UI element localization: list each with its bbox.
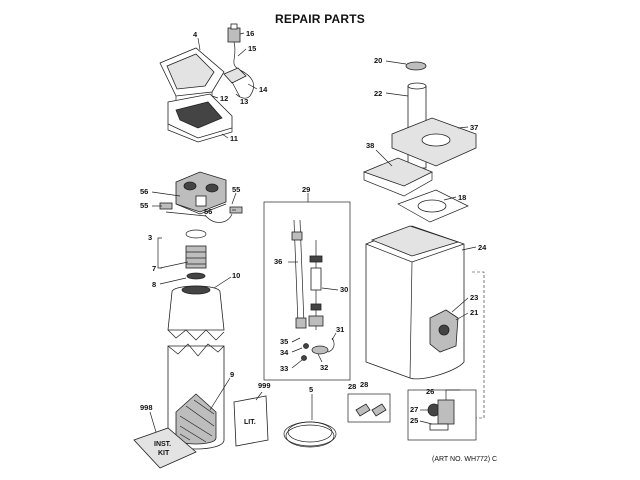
callout-24: 24	[478, 243, 487, 252]
connector-dash	[472, 271, 485, 419]
callout-7: 7	[152, 264, 156, 273]
inst-kit-label-2: KIT	[158, 450, 170, 457]
bypass-clips[interactable]	[355, 403, 387, 417]
callout-14: 14	[259, 85, 268, 94]
callout-23: 23	[470, 293, 478, 302]
float-assembly[interactable]	[308, 240, 324, 330]
callout-8: 8	[152, 280, 156, 289]
salt-hopper-lid[interactable]	[362, 157, 433, 197]
callout-34: 34	[280, 348, 289, 357]
callout-13: 13	[240, 97, 248, 106]
instruction-kit[interactable]	[133, 427, 197, 469]
callout-22: 22	[374, 89, 382, 98]
transformer-plug[interactable]	[227, 23, 241, 43]
callout-37: 37	[470, 123, 478, 132]
circuit-board[interactable]	[223, 67, 247, 84]
callout-31: 31	[336, 325, 344, 334]
callout-25: 25	[410, 416, 418, 425]
callout-16: 16	[246, 29, 254, 38]
callout-30: 30	[340, 285, 348, 294]
brine-cabinet[interactable]	[365, 225, 465, 380]
callout-32: 32	[320, 363, 328, 372]
resin-bed[interactable]	[175, 393, 217, 445]
brine-tube-coil[interactable]	[283, 421, 337, 448]
callout-56b: 56	[204, 207, 212, 216]
callout-28a: 28	[348, 382, 356, 391]
bypass-valve[interactable]	[427, 389, 460, 431]
cabinet-top-cover[interactable]	[391, 117, 477, 167]
clip-56	[204, 213, 233, 223]
clips-box	[347, 393, 391, 423]
callout-29: 29	[302, 185, 310, 194]
callout-11: 11	[230, 134, 238, 143]
callout-36: 36	[274, 257, 282, 266]
callout-labels: 4 16 15 14 13 12 11 56 55 55 56 3 7 8 10…	[140, 29, 487, 457]
valve-body[interactable]	[175, 171, 227, 215]
callout-15: 15	[248, 44, 256, 53]
bypass-cover[interactable]	[429, 309, 459, 353]
support-plate[interactable]	[397, 189, 469, 223]
callout-26: 26	[426, 387, 434, 396]
controller-cover[interactable]	[159, 47, 225, 103]
callout-35: 35	[280, 337, 288, 346]
brine-valve-stem[interactable]	[291, 219, 307, 329]
brine-valve-parts[interactable]	[301, 337, 335, 361]
callout-3: 3	[148, 233, 152, 242]
callout-10: 10	[232, 271, 240, 280]
brine-valve-box	[263, 201, 351, 381]
callout-55b: 55	[140, 201, 148, 210]
bypass-valve-box	[407, 389, 477, 441]
callout-999: 999	[258, 381, 271, 390]
literature[interactable]	[233, 395, 269, 447]
callout-55a: 55	[232, 185, 240, 194]
diagram-title: REPAIR PARTS	[275, 12, 365, 26]
callout-27: 27	[410, 405, 418, 414]
callout-33: 33	[280, 364, 288, 373]
callout-56a: 56	[140, 187, 148, 196]
callout-18: 18	[458, 193, 466, 202]
inst-kit-label-1: INST.	[154, 441, 171, 448]
salt-lid[interactable]	[405, 61, 427, 71]
callout-20: 20	[374, 56, 382, 65]
leader-lines	[149, 32, 477, 433]
callout-5: 5	[309, 385, 313, 394]
callout-9: 9	[230, 370, 234, 379]
callout-38: 38	[366, 141, 374, 150]
callout-28b: 28	[360, 380, 368, 389]
power-cord	[233, 41, 254, 99]
callout-12: 12	[220, 94, 228, 103]
bracket-3	[157, 237, 162, 269]
lit-label: LIT.	[244, 419, 256, 426]
callout-4: 4	[193, 30, 198, 39]
valve-housing[interactable]	[167, 93, 233, 143]
callout-21: 21	[470, 308, 478, 317]
art-number: (ART NO. WH772) C	[432, 456, 498, 463]
distributor-adapter[interactable]	[185, 229, 207, 280]
callout-998: 998	[140, 403, 153, 412]
